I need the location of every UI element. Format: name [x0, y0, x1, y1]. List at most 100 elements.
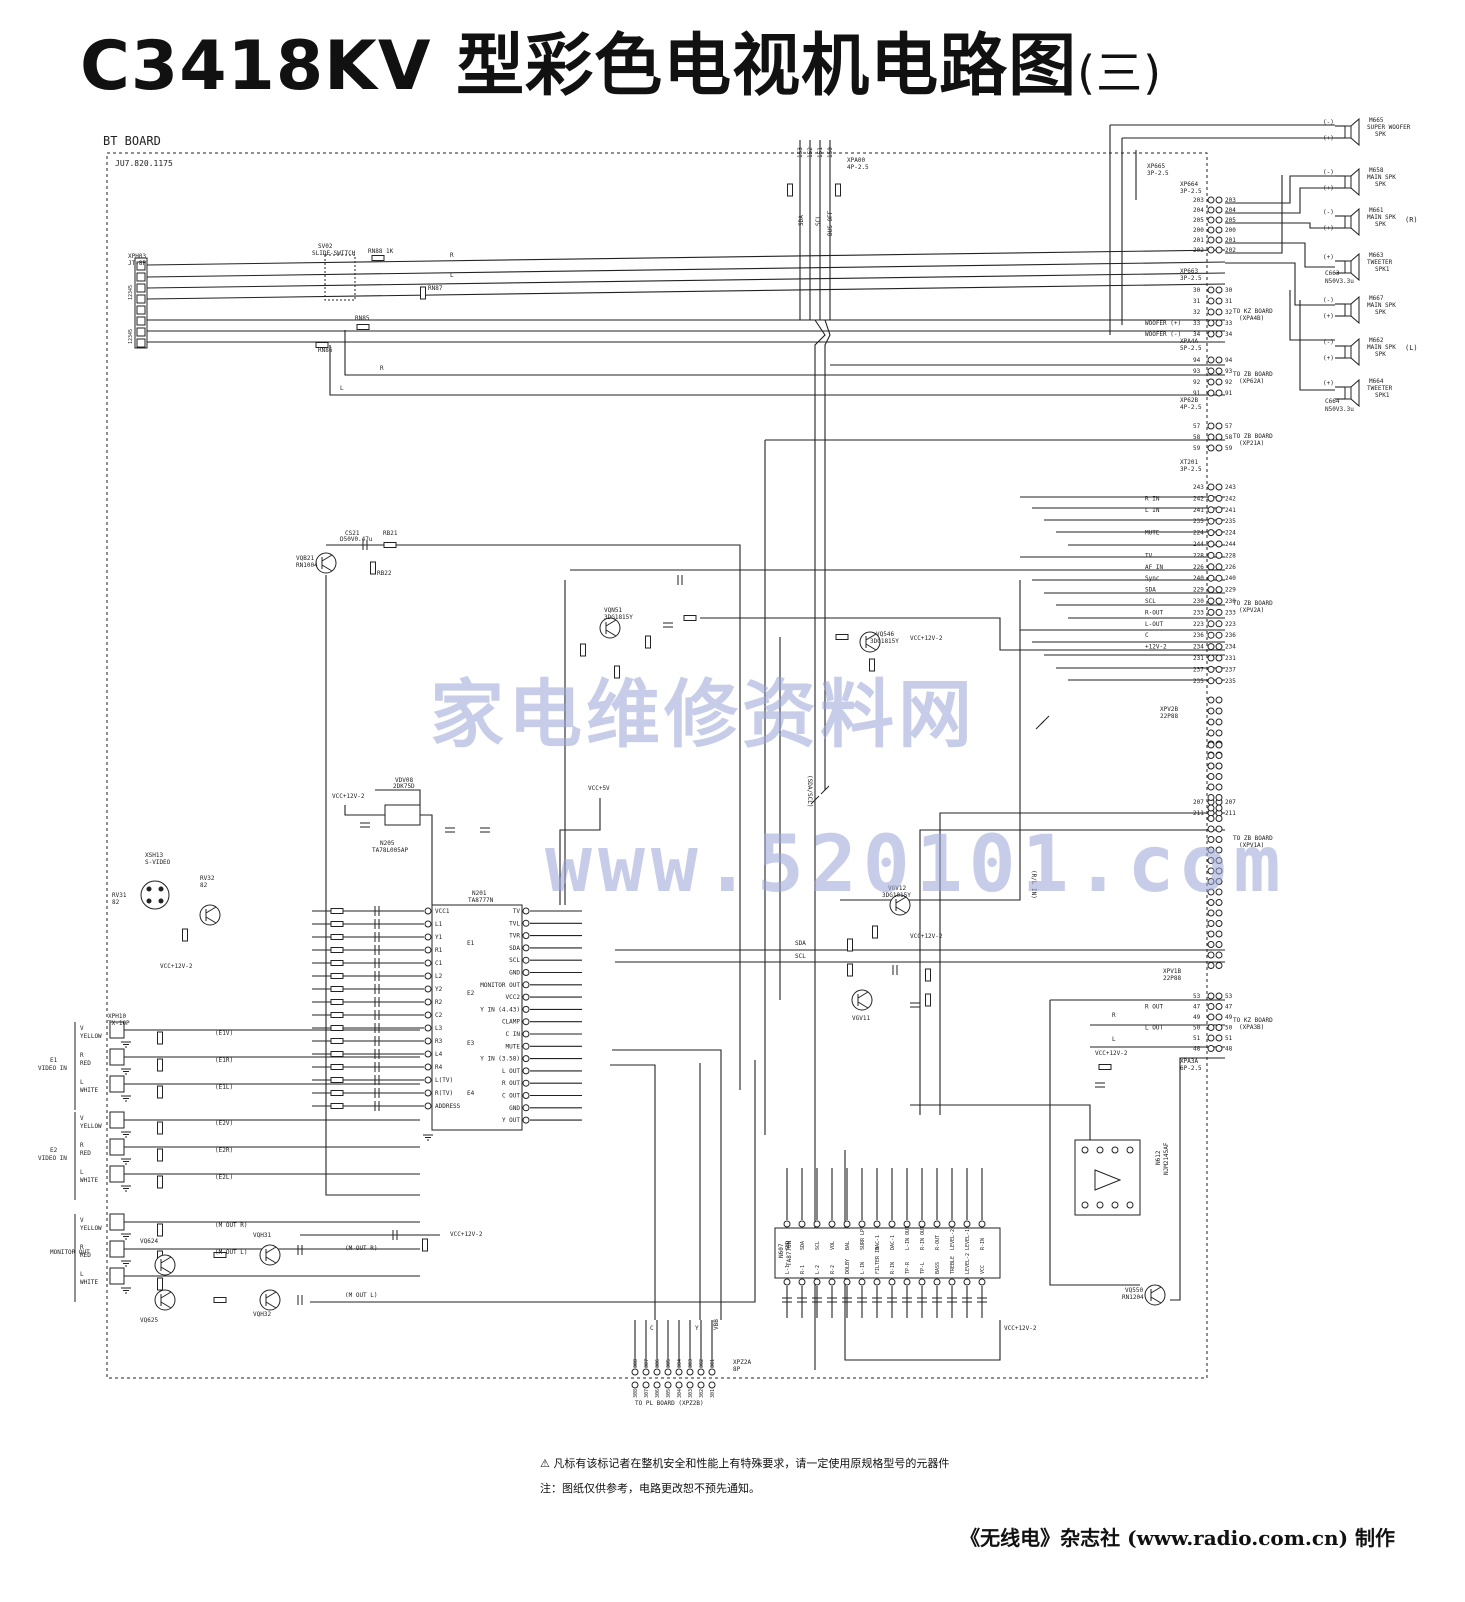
xp664-663-pin [1207, 196, 1215, 204]
xpv2b-pin-number: 228 [1225, 552, 1236, 559]
xpa3a-pin-number: 53 [1225, 993, 1233, 1000]
connector-xpz2a-type: 8P [733, 1366, 741, 1373]
resistor-input [330, 921, 344, 927]
xpa3a-pin-number: 48 [1193, 1046, 1201, 1053]
ic-n201-pin [522, 1030, 530, 1038]
ic-n607-pin-label: LEVEL-1 [965, 1229, 971, 1250]
wire [610, 1064, 656, 1320]
audio-wire [329, 345, 1225, 396]
xpa4a-pin [1215, 330, 1223, 338]
xpv2b-pin-number: 224 [1193, 530, 1204, 537]
speaker-polarity: (+) [1323, 225, 1334, 232]
ic-n607-pin [918, 1220, 926, 1228]
svideo-pin [158, 898, 164, 904]
speaker-wire [1225, 175, 1283, 254]
board-ref-to_kz_2: TO KZ BOARD [1233, 1017, 1273, 1024]
connector-xph03-type: JT-8P [128, 260, 146, 267]
xpz2a-pin-number: 301 [710, 1359, 716, 1368]
speaker-wire [1225, 242, 1335, 268]
ic-n201-pin [424, 1102, 432, 1110]
bus-wire [814, 319, 826, 1370]
resistor-input [330, 1077, 344, 1083]
xpz2a-pin-number: 308 [633, 1389, 639, 1398]
bus-label-busoff: BUS OFF [827, 210, 834, 236]
xpv2b-pin-number: 229 [1193, 587, 1204, 594]
bus-pin-number: 150 [827, 147, 834, 158]
audio-wire [146, 272, 1226, 289]
xpv1b-unused-pin [1207, 899, 1215, 906]
ic-n607-pin [843, 1278, 851, 1286]
speaker-wire [1225, 222, 1335, 229]
xp664-663-pin [1215, 226, 1223, 234]
speaker-polarity: (+) [1323, 135, 1334, 142]
xpa3a-pin-number: 48 [1225, 1046, 1233, 1053]
resistor-rv94 [872, 925, 878, 939]
xpv2b-pin [1215, 506, 1223, 514]
xpv1b-unused-pin [1207, 878, 1215, 885]
wire [939, 812, 1225, 1115]
transistor-label: VQ624 [140, 1238, 158, 1245]
xpv2b-pin-number: 231 [1193, 655, 1204, 662]
cap-c663-value: N50V3.3u [1325, 278, 1354, 285]
transistor-vgv12 [895, 896, 907, 904]
xpv2b-pin [1215, 597, 1223, 605]
ic-n607-pin [888, 1278, 896, 1286]
speaker-desc: MAIN SPK [1367, 174, 1396, 181]
xpz2a-pin [653, 1368, 661, 1376]
speaker-sub: SPK1 [1375, 266, 1390, 273]
ic-n612-pin [1111, 1146, 1119, 1154]
cap-label: CS21 [345, 530, 360, 537]
ic-n201-pin [522, 1116, 530, 1124]
resistor-rh14 [213, 1297, 227, 1303]
jack-label: V [80, 1217, 84, 1224]
resistor-jack [157, 1148, 163, 1162]
resistor-label: RN85 [355, 315, 370, 322]
vcc-label: VCC+12V-2 [332, 793, 365, 800]
ic-n607-pin [948, 1220, 956, 1228]
ic-n612-ref: N612 [1155, 1150, 1162, 1165]
xpa3a-pin [1215, 992, 1223, 1000]
xpv1b-unused-pin [1215, 752, 1223, 759]
xpa3a-pin-number: 47 [1193, 1004, 1201, 1011]
transistor-vqh31 [265, 1246, 277, 1254]
vcc-label: VCC+5V [588, 785, 610, 792]
xpv2b-pin-number: 235 [1193, 678, 1204, 685]
xpv2b-pin [1207, 586, 1215, 594]
resistor-label: 82 [112, 899, 120, 906]
xpv1b-unused-pin [1215, 804, 1223, 812]
transistor-vgv12 [889, 894, 911, 916]
xpv2b-pin [1207, 677, 1215, 685]
xpv2b-unused-pin [1215, 718, 1223, 726]
xpv2b-signal-label: SDA [1145, 587, 1156, 594]
xpa3a-pin-number: 50 [1193, 1025, 1201, 1032]
ic-n607-pin [828, 1220, 836, 1228]
xp62b-pin [1215, 378, 1223, 386]
wire [1049, 1000, 1140, 1286]
xpa3a-signal-label: R OUT [1145, 1004, 1163, 1011]
speaker-wire [1225, 175, 1335, 204]
xpa4a-pin-number: 33 [1225, 320, 1233, 327]
ic-n201-pin-label: SCL [509, 957, 520, 964]
rca-jack [109, 1165, 125, 1183]
xpv1b-unused-pin [1207, 815, 1215, 822]
xpa4a-pin [1215, 308, 1223, 316]
xt201-pin [1207, 444, 1215, 452]
xph03-pin [136, 305, 146, 315]
speaker-desc: TWEETER [1367, 385, 1393, 392]
ic-n607-pin [873, 1278, 881, 1286]
ic-n607-pin-label: BAL [845, 1241, 851, 1250]
xpv2b-pin-number: 223 [1225, 621, 1236, 628]
xpv2b-pin-number: 235 [1225, 678, 1236, 685]
xpz2a-pin [686, 1381, 694, 1389]
ic-n607-pin-label: DAC-1 [875, 1235, 881, 1250]
resistor-input [330, 1090, 344, 1096]
ic-n607-pin [813, 1220, 821, 1228]
xpv2b-pin-number: 229 [1225, 587, 1236, 594]
xpv1b-unused-pin [1215, 773, 1223, 780]
break-mark [810, 795, 820, 805]
bus-label-scl: SCL [815, 215, 822, 226]
ic-n607-pin [978, 1278, 986, 1286]
xpv1b-unused-pin [1215, 857, 1223, 864]
connector-xpa3a-label: XPA3A [1180, 1058, 1198, 1065]
break-mark [820, 785, 830, 795]
